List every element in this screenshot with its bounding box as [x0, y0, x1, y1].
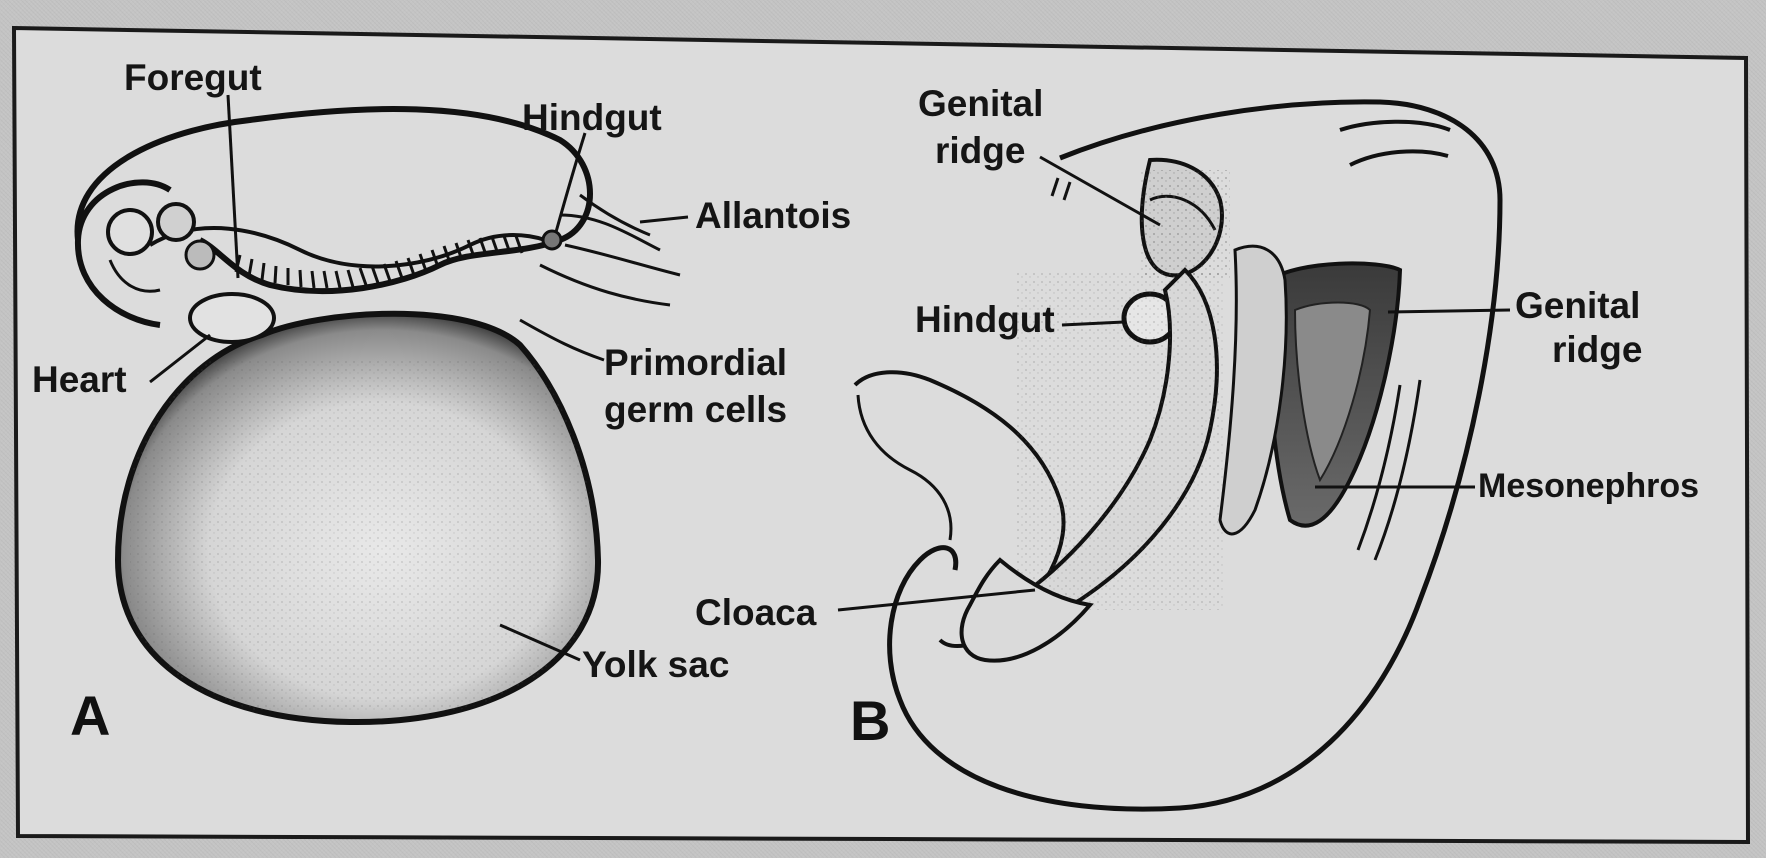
- mesonephros-inner: [1293, 301, 1372, 483]
- genital-ridge-b-shape: [1218, 244, 1288, 536]
- label-cloaca: Cloaca: [695, 592, 817, 633]
- panel-b: Genital ridge Hindgut Genital ridge Meso…: [695, 83, 1699, 812]
- allantois-shape: [539, 193, 681, 307]
- gut-tube: [148, 226, 546, 269]
- panel-b-leaders: [837, 155, 1511, 612]
- label-genital-ridge-right-line2: ridge: [1552, 329, 1642, 370]
- panel-a-leaders: [149, 94, 689, 662]
- label-mesonephros: Mesonephros: [1478, 467, 1699, 505]
- upper-ridge-complex: [1139, 157, 1230, 280]
- panel-letter-a: A: [70, 684, 110, 747]
- label-genital-ridge-right-line1: Genital: [1515, 285, 1640, 326]
- panel-letter-b: B: [850, 689, 890, 752]
- gut-band-stipple: [1015, 270, 1225, 610]
- label-hindgut-b: Hindgut: [915, 299, 1055, 340]
- embryo-b-outline: [887, 99, 1503, 812]
- label-yolk-sac: Yolk sac: [582, 644, 729, 685]
- somites: [234, 235, 524, 289]
- label-primordial-line2: germ cells: [604, 389, 787, 430]
- label-foregut: Foregut: [124, 57, 262, 98]
- label-genital-ridge-top-line2: ridge: [935, 130, 1025, 171]
- label-allantois: Allantois: [695, 195, 851, 236]
- heart-shape: [188, 292, 276, 344]
- label-genital-ridge-top-line1: Genital: [918, 83, 1043, 124]
- embryo-body-outline: [74, 105, 593, 328]
- cloaca-shape: [959, 557, 1094, 663]
- yolk-sac-stipple: [130, 360, 590, 710]
- label-hindgut-a: Hindgut: [522, 97, 662, 138]
- head-region: [106, 202, 216, 293]
- label-heart: Heart: [32, 359, 127, 400]
- ridge-line-outer: [1373, 379, 1422, 561]
- embryo-b-inner-tail: [856, 394, 953, 541]
- label-primordial-line1: Primordial: [604, 342, 787, 383]
- embryo-b-stub: [1339, 119, 1451, 167]
- panel-a: Foregut Hindgut Allantois Heart Primordi…: [32, 57, 851, 747]
- ridge-line-inner: [1356, 384, 1402, 551]
